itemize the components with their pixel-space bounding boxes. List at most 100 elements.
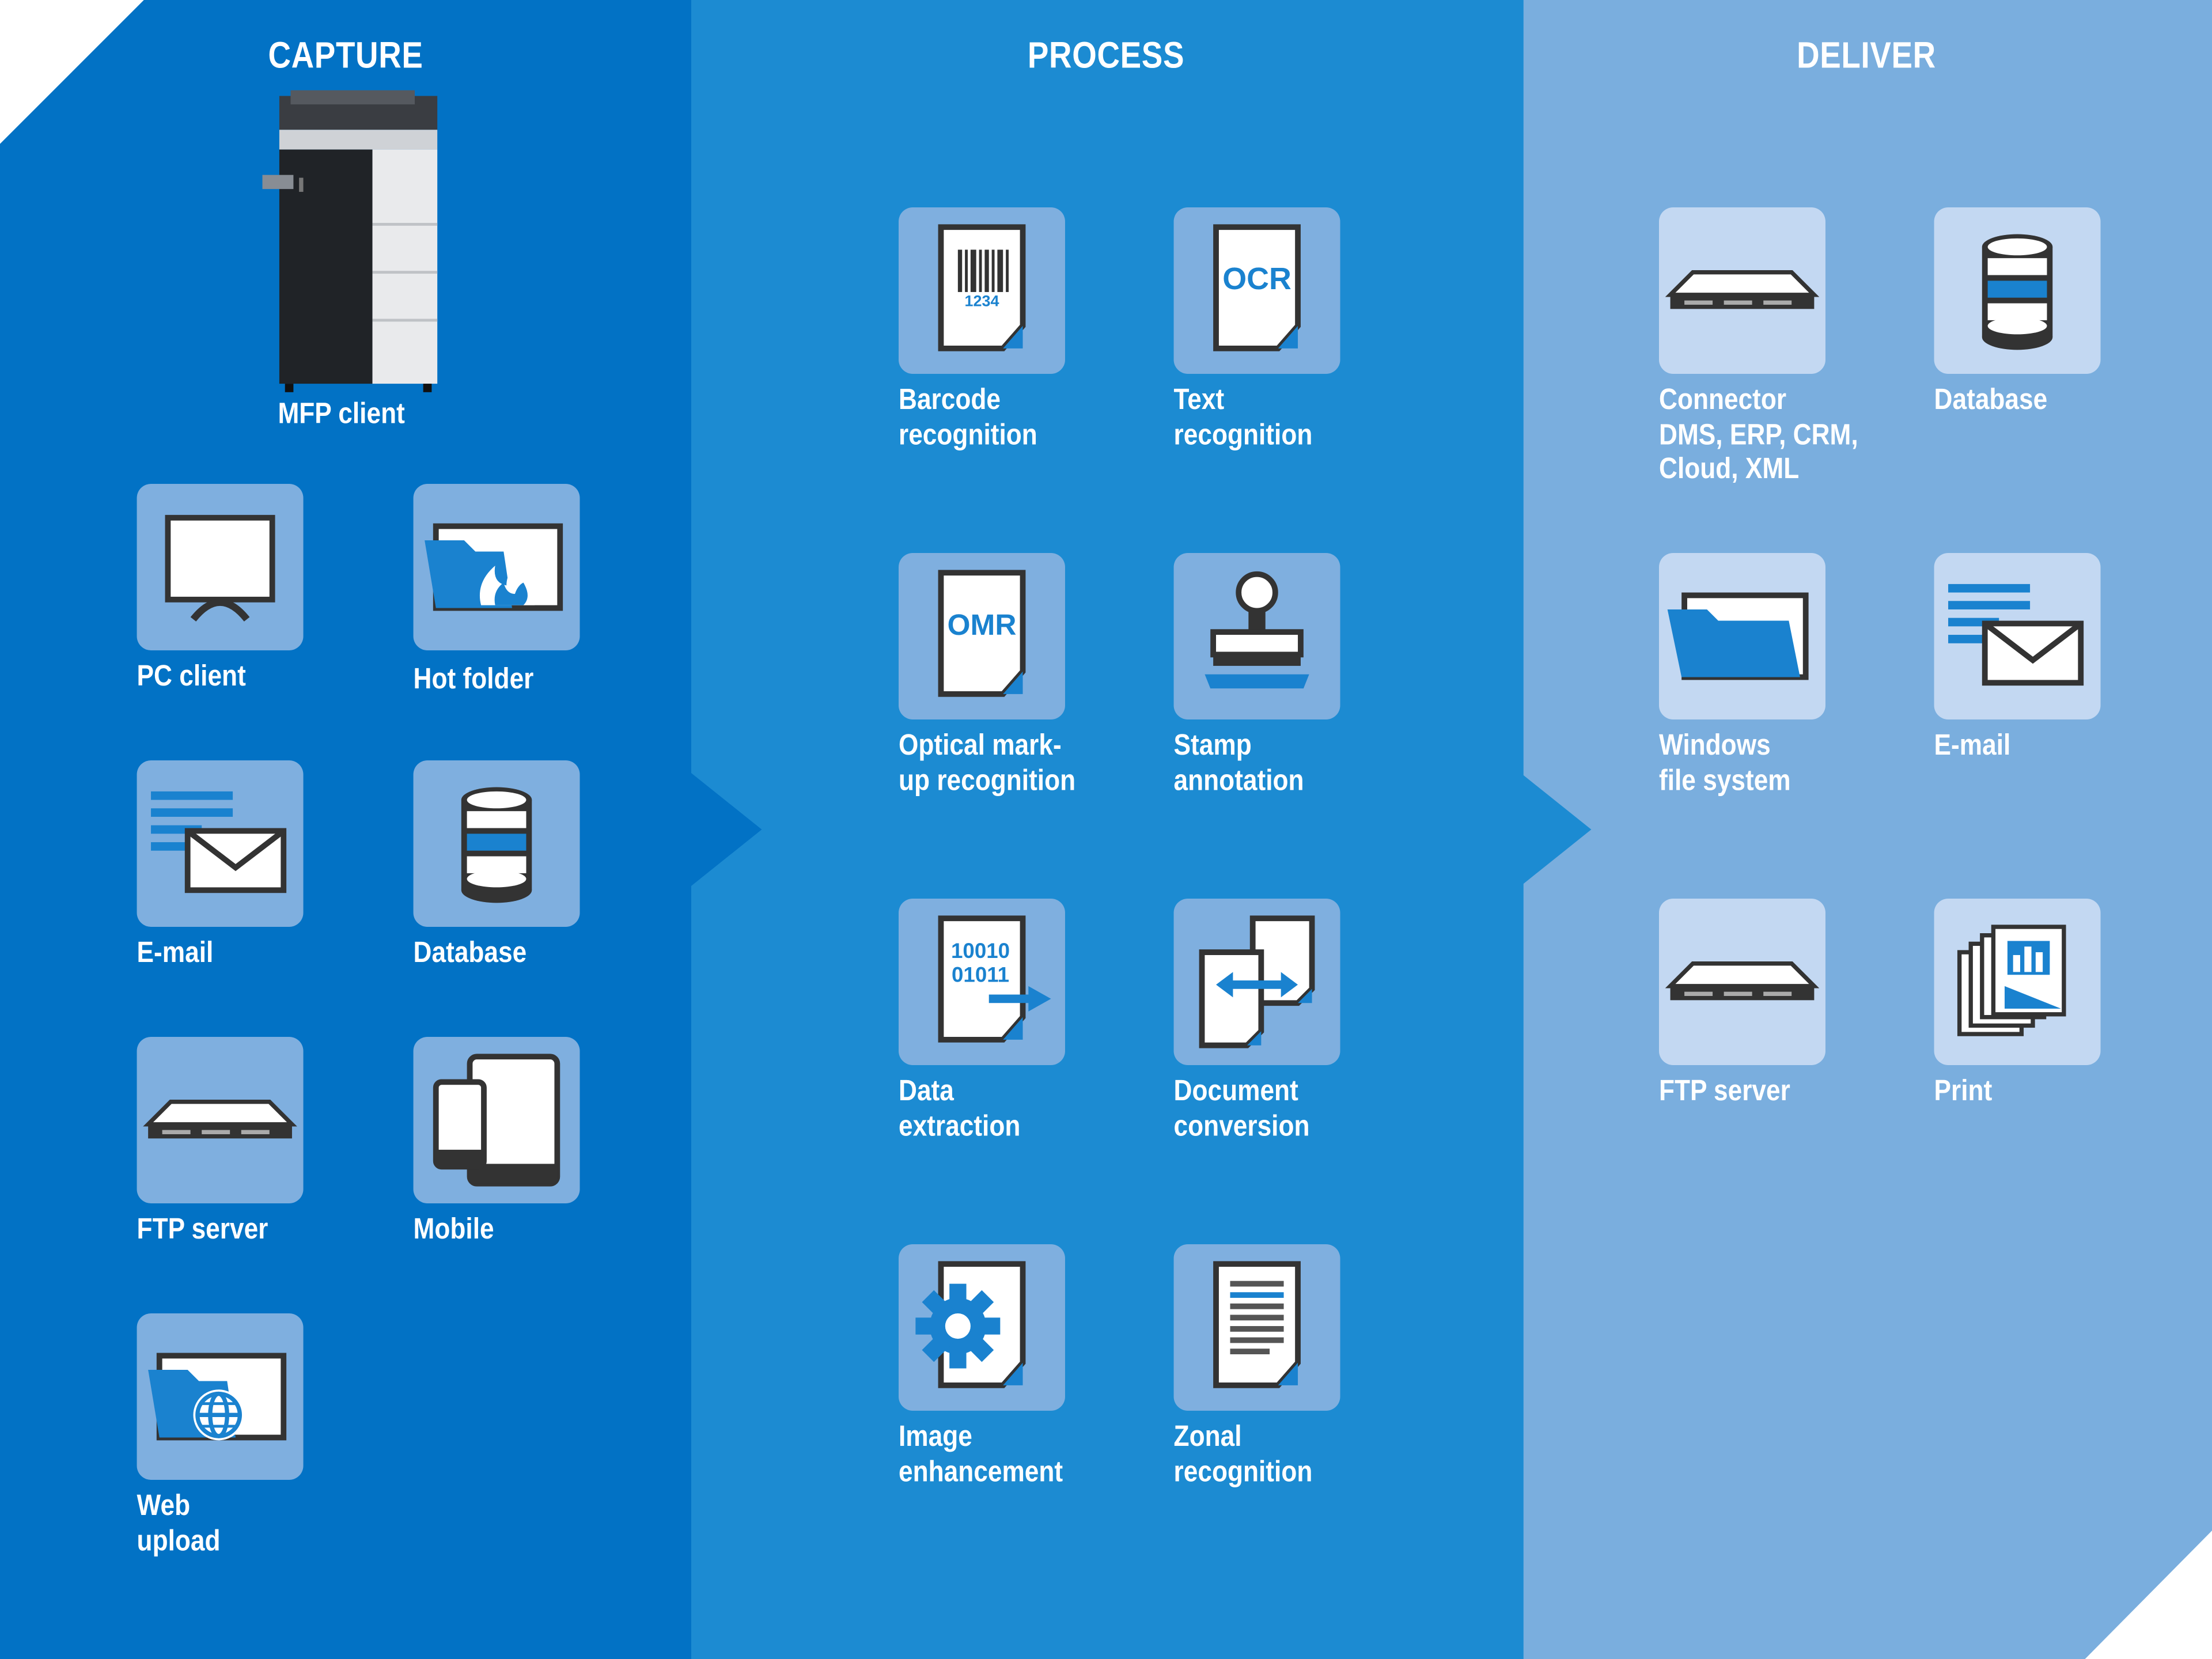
optical-markup-label-line1: Optical mark- bbox=[899, 729, 1062, 762]
ocr-icon-text: OCR bbox=[1222, 262, 1291, 296]
stamp-annotation-label-line1: Stamp bbox=[1173, 729, 1252, 762]
omr-document-icon: OMR bbox=[938, 570, 1026, 697]
email-icon bbox=[151, 791, 287, 893]
tile-email-capture[interactable] bbox=[137, 760, 304, 927]
capture-panel bbox=[0, 0, 691, 1659]
tile-optical-markup[interactable]: OMR bbox=[899, 553, 1065, 719]
stamp-annotation-label: Stamp annotation bbox=[1174, 729, 1304, 798]
connector-label-line3: Cloud, XML bbox=[1659, 453, 1800, 486]
barcode-label: Barcode recognition bbox=[899, 384, 1037, 453]
data-extraction-label-line2: extraction bbox=[899, 1109, 1021, 1142]
data-extraction-label: Data extraction bbox=[899, 1075, 1020, 1144]
mobile-devices-icon bbox=[433, 1054, 560, 1187]
ftp-capture-label: FTP server bbox=[137, 1213, 268, 1246]
tile-ftp-deliver[interactable] bbox=[1659, 899, 1825, 1065]
database-icon bbox=[461, 787, 532, 903]
optical-markup-label: Optical mark- up recognition bbox=[899, 729, 1075, 798]
tile-mobile[interactable] bbox=[413, 1037, 580, 1203]
zonal-recognition-label: Zonal recognition bbox=[1174, 1421, 1313, 1490]
image-enhancement-label: Image enhancement bbox=[899, 1421, 1063, 1490]
tile-web-upload[interactable] bbox=[137, 1313, 304, 1480]
capture-arrow bbox=[691, 773, 762, 886]
tile-pc-client[interactable] bbox=[137, 484, 304, 650]
tile-print[interactable] bbox=[1934, 899, 2101, 1065]
ftp-deliver-label: FTP server bbox=[1659, 1075, 1790, 1108]
tile-stamp-annotation[interactable] bbox=[1173, 553, 1340, 719]
database-capture-label: Database bbox=[413, 937, 527, 969]
process-panel bbox=[691, 0, 1524, 1659]
stamp-annotation-label-line2: annotation bbox=[1173, 764, 1304, 797]
tile-ftp-capture[interactable] bbox=[137, 1037, 304, 1203]
zonal-recognition-label-line2: recognition bbox=[1173, 1455, 1313, 1488]
print-pages-icon bbox=[1957, 925, 2066, 1036]
text-recognition-label: Text recognition bbox=[1174, 384, 1313, 453]
data-extraction-label-line1: Data bbox=[899, 1075, 954, 1108]
text-recognition-label-line2: recognition bbox=[1173, 418, 1313, 451]
tile-document-conversion[interactable] bbox=[1173, 899, 1340, 1065]
email-icon bbox=[1948, 584, 2084, 686]
barcode-label-line2: recognition bbox=[899, 418, 1037, 451]
hot-folder-icon bbox=[425, 523, 563, 611]
server-icon bbox=[1665, 961, 1820, 1001]
web-upload-label-line1: Web bbox=[137, 1490, 191, 1522]
email-capture-label: E-mail bbox=[137, 937, 214, 969]
hot-folder-label: Hot folder bbox=[413, 663, 534, 696]
text-recognition-label-line1: Text bbox=[1173, 384, 1225, 416]
tile-windows-file-system[interactable] bbox=[1659, 553, 1825, 719]
database-deliver-label: Database bbox=[1934, 384, 2048, 416]
tile-database-capture[interactable] bbox=[413, 760, 580, 927]
tile-database-deliver[interactable] bbox=[1934, 207, 2101, 374]
connector-label-line2: DMS, ERP, CRM, bbox=[1659, 418, 1858, 451]
process-title: PROCESS bbox=[1027, 33, 1185, 77]
tile-email-deliver[interactable] bbox=[1934, 553, 2101, 719]
connector-label-line1: Connector bbox=[1659, 384, 1787, 416]
tile-connector[interactable] bbox=[1659, 207, 1825, 374]
mfp-printer-icon bbox=[262, 90, 438, 392]
mfp-client-label: MFP client bbox=[278, 397, 405, 430]
tile-zonal-recognition[interactable] bbox=[1173, 1244, 1340, 1411]
tile-hot-folder[interactable] bbox=[413, 484, 580, 650]
web-upload-icon bbox=[148, 1353, 287, 1441]
barcode-document-icon: 1234 bbox=[938, 224, 1026, 351]
barcode-icon-text: 1234 bbox=[965, 292, 999, 309]
web-upload-label-line2: upload bbox=[137, 1524, 221, 1557]
tile-image-enhancement[interactable] bbox=[899, 1244, 1065, 1411]
email-deliver-label: E-mail bbox=[1934, 729, 2011, 762]
data-icon-text-1: 10010 bbox=[951, 939, 1010, 963]
capture-title: CAPTURE bbox=[268, 33, 423, 77]
document-conversion-label-line1: Document bbox=[1173, 1075, 1298, 1108]
image-enhancement-label-line1: Image bbox=[899, 1421, 972, 1453]
windows-label-line1: Windows bbox=[1659, 729, 1771, 762]
connector-label: Connector DMS, ERP, CRM, Cloud, XML bbox=[1659, 384, 1858, 487]
omr-icon-text: OMR bbox=[948, 608, 1017, 641]
optical-markup-label-line2: up recognition bbox=[899, 764, 1076, 797]
tile-barcode-recognition[interactable]: 1234 bbox=[899, 207, 1065, 374]
document-conversion-icon bbox=[1199, 915, 1315, 1048]
mobile-label: Mobile bbox=[413, 1213, 494, 1246]
barcode-label-line1: Barcode bbox=[899, 384, 1001, 416]
monitor-icon bbox=[165, 514, 275, 622]
image-enhancement-label-line2: enhancement bbox=[899, 1455, 1063, 1488]
zonal-document-icon bbox=[1213, 1261, 1301, 1388]
ocr-document-icon: OCR bbox=[1213, 224, 1301, 351]
database-icon bbox=[1982, 234, 2053, 350]
stamp-icon bbox=[1205, 571, 1309, 689]
windows-file-system-label: Windows file system bbox=[1659, 729, 1791, 798]
data-extraction-icon: 10010 01011 bbox=[938, 915, 1051, 1043]
document-conversion-label-line2: conversion bbox=[1173, 1109, 1310, 1142]
document-conversion-label: Document conversion bbox=[1174, 1075, 1310, 1144]
folder-icon bbox=[1667, 592, 1809, 680]
print-label: Print bbox=[1934, 1075, 1993, 1108]
deliver-panel bbox=[1523, 0, 2212, 1659]
windows-label-line2: file system bbox=[1659, 764, 1791, 797]
pc-client-label: PC client bbox=[137, 660, 246, 693]
server-icon bbox=[143, 1099, 297, 1139]
process-arrow bbox=[1521, 773, 1592, 886]
connector-server-icon bbox=[1665, 270, 1820, 309]
tile-text-recognition[interactable]: OCR bbox=[1173, 207, 1340, 374]
data-icon-text-2: 01011 bbox=[952, 963, 1009, 986]
zonal-recognition-label-line1: Zonal bbox=[1173, 1421, 1242, 1453]
gear-document-icon bbox=[915, 1261, 1026, 1388]
tile-data-extraction[interactable]: 10010 01011 bbox=[899, 899, 1065, 1065]
